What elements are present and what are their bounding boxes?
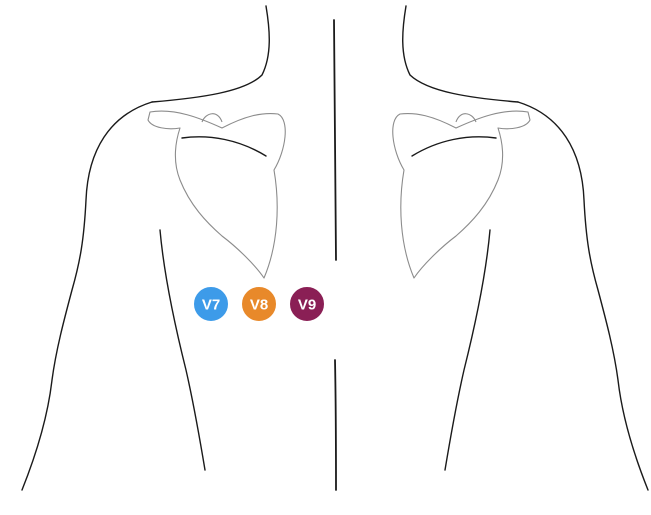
left-scapula [148, 111, 285, 278]
electrode-v8: V8 [242, 287, 277, 322]
neck-left-outline [152, 6, 269, 102]
electrode-v7-label: V7 [202, 297, 220, 314]
right-scapula [393, 111, 530, 278]
electrode-v9-label: V9 [298, 297, 316, 314]
left-scapula-spine [182, 137, 266, 156]
right-scapula-spine [412, 137, 496, 156]
electrode-v8-label: V8 [250, 297, 268, 314]
electrode-v9: V9 [290, 287, 325, 322]
spine-line-lower [335, 360, 336, 490]
electrode-v7: V7 [194, 287, 229, 322]
right-arm-inner-outline [445, 230, 490, 470]
right-arm-outer-outline [518, 102, 648, 490]
left-arm-outer-outline [22, 102, 152, 490]
spine-line-upper [334, 20, 336, 260]
neck-right-outline [403, 6, 518, 102]
left-arm-inner-outline [160, 230, 205, 470]
